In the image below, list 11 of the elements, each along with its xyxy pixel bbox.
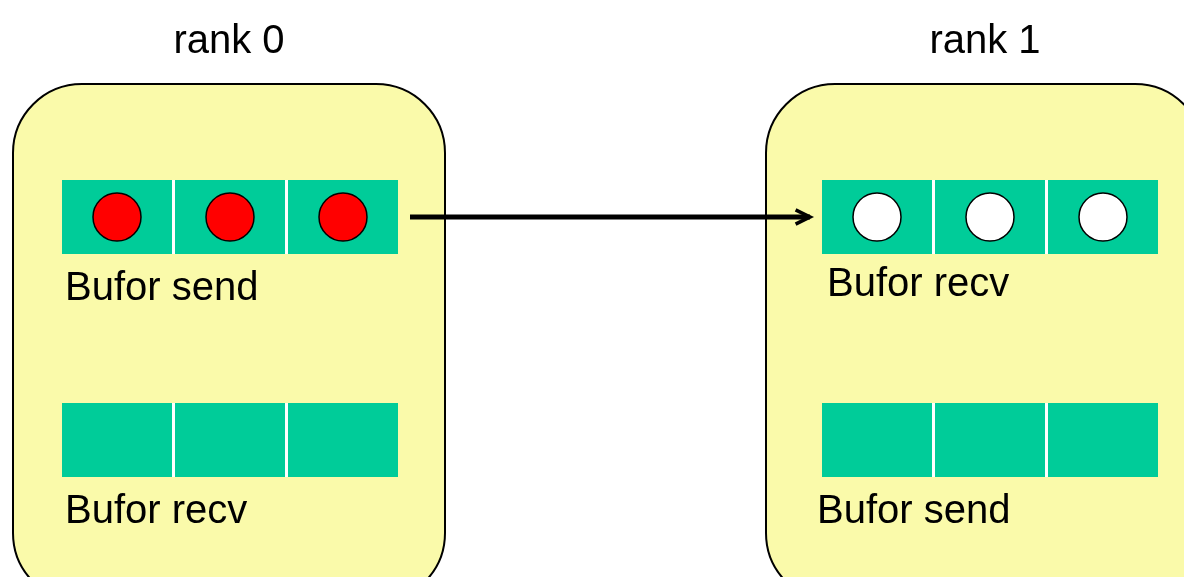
buffer-label: Bufor send <box>65 264 259 309</box>
buffer-label: Bufor recv <box>827 260 1010 305</box>
buffer-bar <box>62 403 398 477</box>
buffer-bar <box>822 180 1158 254</box>
arrow <box>410 209 811 225</box>
buffer-label: Bufor send <box>817 487 1011 532</box>
buffer-label: Bufor recv <box>65 487 248 532</box>
buffer-bar <box>822 403 1158 477</box>
buffer-bar <box>62 180 398 254</box>
rank-heading: rank 0 <box>172 17 286 62</box>
rank-heading: rank 1 <box>928 17 1042 62</box>
